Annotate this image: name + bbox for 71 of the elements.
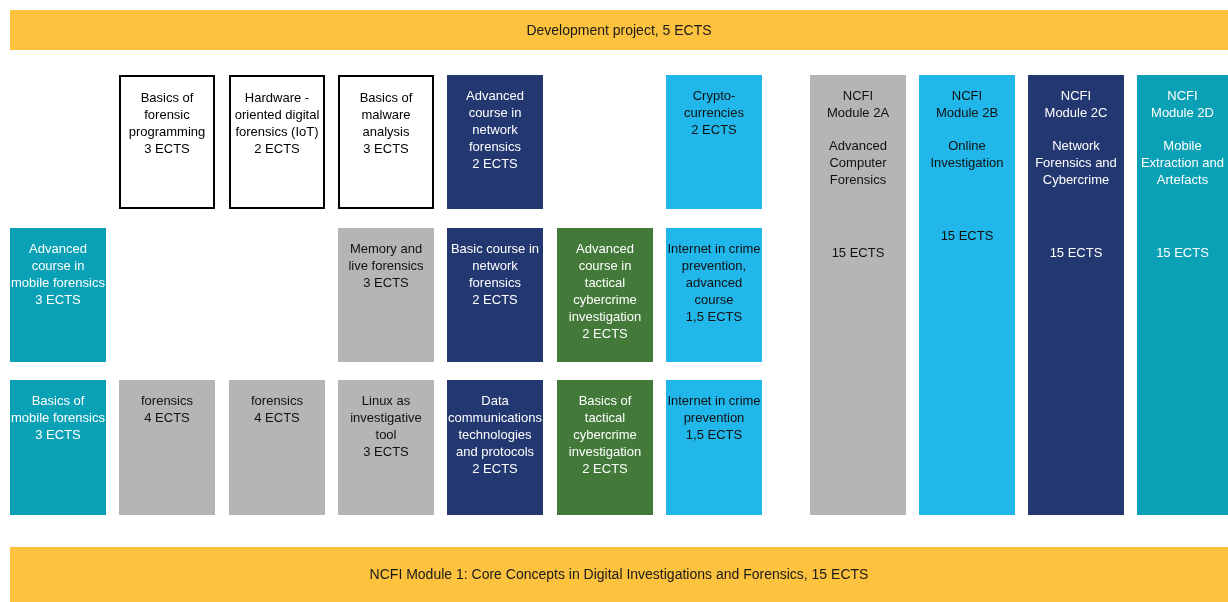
course-box <box>10 228 106 362</box>
course-title: forensics <box>141 392 193 409</box>
credits-text: 3 ECTS <box>35 426 81 443</box>
credits-text: 1,5 ECTS <box>685 426 743 443</box>
credits-text: 4 ECTS <box>144 409 190 426</box>
credits-text: 3 ECTS <box>35 291 81 308</box>
course-box <box>338 380 434 515</box>
course-title: Advanced course in mobile forensics <box>11 240 105 291</box>
course-box <box>10 380 106 515</box>
module-name: NCFI Module 2C <box>1043 87 1109 121</box>
course-title: Data communications technologies and protocols <box>448 392 542 460</box>
credits-text: 2 ECTS <box>254 140 300 157</box>
course-title: forensics <box>251 392 303 409</box>
course-box <box>666 228 762 362</box>
credits-text: 2 ECTS <box>582 460 628 477</box>
course-title: Internet in crime prevention <box>667 392 761 426</box>
course-title: Memory and live forensics <box>347 240 425 274</box>
module-column <box>1137 75 1228 515</box>
banner-text: NCFI Module 1: Core Concepts in Digital Investigations and Forensics, 15 ECTS <box>369 566 869 583</box>
module-name: NCFI Module 2A <box>825 87 891 121</box>
credits-text: 3 ECTS <box>363 443 409 460</box>
credits-text: 2 ECTS <box>691 121 737 138</box>
credits-text: 4 ECTS <box>254 409 300 426</box>
credits-text: 3 ECTS <box>363 274 409 291</box>
course-box <box>229 75 325 209</box>
course-title: Basics of mobile forensics <box>11 392 105 426</box>
course-box <box>447 380 543 515</box>
credits-text: 2 ECTS <box>472 155 518 172</box>
course-box <box>557 380 653 515</box>
course-box <box>666 380 762 515</box>
course-title: Internet in crime prevention, advanced course <box>667 240 761 308</box>
module-column <box>919 75 1015 515</box>
credits-text: 15 ECTS <box>1156 244 1209 261</box>
course-title: Advanced course in tactical cybercrime investigation <box>567 240 643 325</box>
course-title: Online Investigation <box>929 137 1005 171</box>
credits-text: 15 ECTS <box>831 244 885 261</box>
course-title: Basic course in network forensics <box>449 240 541 291</box>
course-box <box>119 75 215 209</box>
course-title: Linux as investigative tool <box>349 392 423 443</box>
credits-text: 2 ECTS <box>582 325 628 342</box>
course-box <box>447 228 543 362</box>
credits-text: 1,5 ECTS <box>685 308 743 325</box>
module-column <box>1028 75 1124 515</box>
course-box <box>666 75 762 209</box>
course-title: Crypto- currencies <box>683 87 745 121</box>
module-name: NCFI Module 2D <box>1150 87 1215 121</box>
course-title: Advanced Computer Forensics <box>828 137 888 188</box>
course-box <box>338 75 434 209</box>
course-title: Advanced course in network forensics <box>465 87 525 155</box>
course-title: Network Forensics and Cybercrime <box>1034 137 1118 188</box>
credits-text: 3 ECTS <box>363 140 409 157</box>
banner-band <box>10 547 1228 602</box>
credits-text: 2 ECTS <box>472 291 518 308</box>
course-box <box>229 380 325 515</box>
course-title: Mobile Extraction and Artefacts <box>1139 137 1226 188</box>
course-title: Hardware -oriented digital forensics (IoT) <box>233 89 321 140</box>
credits-text: 2 ECTS <box>472 460 518 477</box>
credits-text: 15 ECTS <box>1049 244 1103 261</box>
module-name: NCFI Module 2B <box>934 87 1000 121</box>
course-title: Basics of tactical cybercrime investigation <box>567 392 643 460</box>
banner-band <box>10 10 1228 50</box>
credits-text: 3 ECTS <box>144 140 190 157</box>
course-box <box>338 228 434 362</box>
course-box <box>119 380 215 515</box>
course-title: Basics of malware analysis <box>358 89 414 140</box>
course-title: Basics of forensic programming <box>127 89 207 140</box>
module-column <box>810 75 906 515</box>
course-box <box>447 75 543 209</box>
course-box <box>557 228 653 362</box>
credits-text: 15 ECTS <box>940 227 994 244</box>
banner-text: Development project, 5 ECTS <box>526 21 712 39</box>
